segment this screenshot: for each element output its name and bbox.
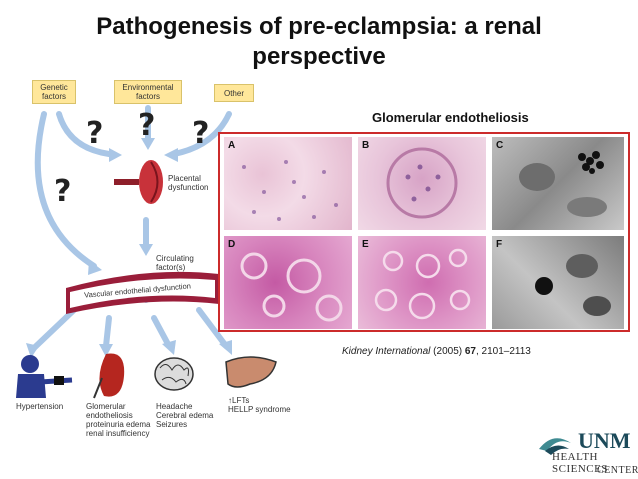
person-bp-cuff-icon [16, 355, 73, 398]
panel-d: D [224, 236, 352, 329]
arrow-to-hypertension [31, 307, 77, 351]
question-mark-1: ? [86, 116, 104, 151]
panel-c: C [492, 137, 624, 230]
logo-subtitle-1: HEALTH SCIENCES [552, 451, 608, 475]
diagram-arrows [16, 105, 277, 399]
logo-name: UNM [578, 428, 631, 453]
panel-a-texture [242, 160, 338, 221]
question-mark-4: ? [54, 174, 72, 209]
panel-d-texture [240, 252, 343, 322]
arrow-genetic-to-vascular [34, 111, 97, 269]
panel-b-label: B [362, 140, 370, 151]
logo-subtitle-2: CENTER [597, 465, 638, 476]
environmental-factors-box: Environmental factors [114, 80, 182, 104]
arrow-other-to-placenta [171, 111, 232, 157]
placenta-icon [114, 160, 163, 204]
panel-d-label: D [228, 239, 236, 250]
arrow-to-brain [151, 315, 172, 349]
citation: Kidney International (2005) 67, 2101–211… [342, 346, 531, 357]
unm-logo-icon [539, 438, 571, 455]
title-line-2: perspective [252, 43, 386, 70]
vessel-icon [66, 271, 219, 314]
placental-dysfunction-label: Placental dysfunction [168, 174, 209, 192]
question-mark-2: ? [138, 108, 156, 143]
micrograph-title: Glomerular endotheliosis [372, 110, 529, 125]
arrow-heads [26, 138, 232, 358]
outcome-renal: Glomerular endotheliosis proteinuria ede… [86, 402, 151, 438]
citation-journal: Kidney International [342, 346, 431, 357]
panel-f: F [492, 236, 624, 329]
panel-b-texture [386, 147, 458, 219]
kidney-icon [93, 353, 125, 399]
outcome-hypertension: Hypertension [16, 402, 64, 411]
panel-e: E [358, 236, 486, 329]
panel-c-label: C [496, 140, 504, 151]
arrow-to-kidney [103, 315, 112, 349]
panel-b: B [358, 137, 486, 230]
title-line-1: Pathogenesis of pre-eclampsia: a renal [96, 13, 542, 40]
outcome-liver: ↑LFTs HELLP syndrome [228, 396, 291, 414]
pathogenesis-diagram: Genetic factors Environmental factors Ot… [14, 78, 294, 438]
arrow-genetic-to-placenta [56, 111, 112, 157]
slide-title: Pathogenesis of pre-eclampsia: a renal p… [0, 12, 638, 72]
panel-a-label: A [228, 140, 236, 151]
brain-icon [154, 357, 194, 391]
panel-e-texture [374, 248, 471, 320]
citation-volume: 67 [464, 346, 476, 357]
question-mark-3: ? [192, 116, 210, 151]
genetic-factors-box: Genetic factors [32, 80, 76, 104]
circulating-factors-label: Circulating factor(s) [156, 254, 194, 272]
panel-f-texture [535, 254, 611, 316]
citation-pages: , 2101–2113 [476, 346, 531, 357]
liver-icon [225, 356, 277, 388]
micrograph-panels: A B C D E F [218, 132, 630, 332]
panel-e-label: E [362, 239, 369, 250]
panel-f-label: F [496, 239, 503, 250]
other-factors-box: Other [214, 84, 254, 102]
outcome-neuro: Headache Cerebral edema Seizures [156, 402, 214, 429]
panel-c-texture [519, 151, 607, 217]
citation-year: (2005) [430, 346, 465, 357]
arrow-to-liver [196, 307, 229, 349]
panel-a: A [224, 137, 352, 230]
